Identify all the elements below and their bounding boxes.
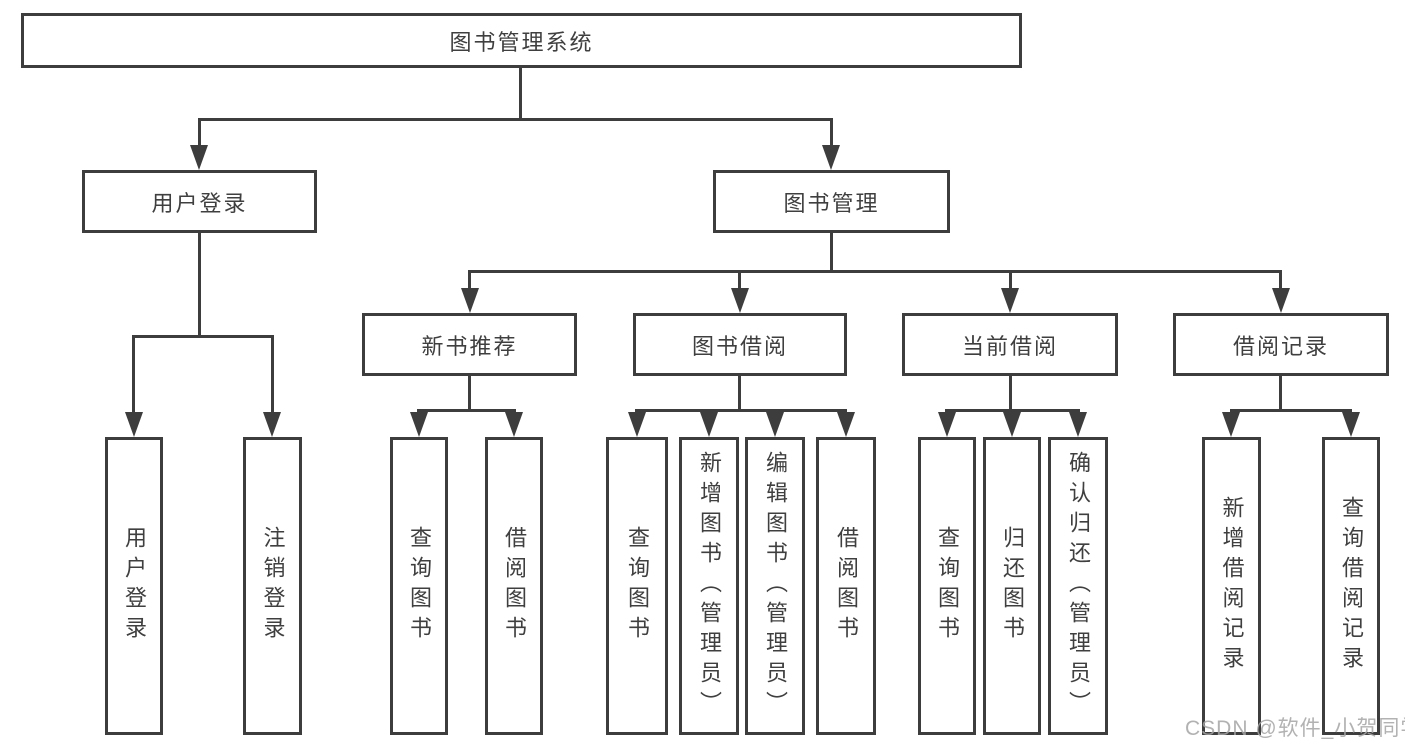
leaf-user-login: 用户登录 — [105, 437, 163, 735]
node-new-book-recommendation: 新书推荐 — [362, 313, 577, 376]
node-label: 新增借阅记录 — [1219, 496, 1245, 676]
node-label: 图书借阅 — [691, 333, 788, 359]
node-current-borrowing: 当前借阅 — [902, 313, 1118, 376]
leaf-add-book-admin: 新增图书（管理员） — [679, 437, 739, 735]
edge-line — [468, 270, 471, 292]
arrow-down-icon — [263, 412, 281, 437]
node-label: 查询图书 — [625, 526, 650, 646]
edge-line — [1279, 376, 1282, 409]
node-label: 图书管理 — [783, 190, 880, 216]
edge-line — [1279, 270, 1282, 292]
node-library-management-system: 图书管理系统 — [21, 13, 1022, 68]
leaf-query-borrow-record: 查询借阅记录 — [1322, 437, 1380, 735]
edge-line — [198, 233, 201, 335]
node-label: 注销登录 — [260, 526, 286, 646]
node-label: 借阅图书 — [834, 526, 859, 646]
leaf-confirm-return-admin: 确认归还（管理员） — [1048, 437, 1108, 735]
leaf-edit-book-admin: 编辑图书（管理员） — [745, 437, 805, 735]
arrow-down-icon — [1342, 412, 1360, 437]
edge-line — [738, 376, 741, 409]
node-borrowing-records: 借阅记录 — [1173, 313, 1389, 376]
node-label: 新书推荐 — [421, 333, 518, 359]
arrow-down-icon — [1222, 412, 1240, 437]
edge-line — [635, 409, 847, 412]
arrow-down-icon — [125, 412, 143, 437]
leaf-query-books: 查询图书 — [918, 437, 976, 735]
node-label: 归还图书 — [1000, 526, 1025, 646]
edge-line — [132, 335, 135, 417]
leaf-logout: 注销登录 — [243, 437, 302, 735]
arrow-down-icon — [766, 412, 784, 437]
arrow-down-icon — [1069, 412, 1087, 437]
node-label: 编辑图书（管理员） — [763, 451, 788, 721]
arrow-down-icon — [1272, 288, 1290, 313]
arrow-down-icon — [505, 412, 523, 437]
arrow-down-icon — [822, 145, 840, 170]
arrow-down-icon — [938, 412, 956, 437]
edge-line — [519, 68, 522, 118]
csdn-watermark: CSDN @软件_小贺同学 — [1185, 717, 1405, 740]
leaf-borrow-books: 借阅图书 — [485, 437, 543, 735]
edge-line — [271, 335, 274, 417]
arrow-down-icon — [837, 412, 855, 437]
node-label: 借阅图书 — [502, 526, 527, 646]
arrow-down-icon — [461, 288, 479, 313]
node-label: 查询图书 — [935, 526, 960, 646]
edge-line — [830, 233, 833, 270]
node-label: 查询图书 — [407, 526, 432, 646]
arrow-down-icon — [731, 288, 749, 313]
edge-line — [417, 409, 516, 412]
arrow-down-icon — [628, 412, 646, 437]
edge-line — [469, 270, 1282, 273]
edge-line — [830, 118, 833, 150]
node-user-login: 用户登录 — [82, 170, 317, 233]
edge-line — [1009, 270, 1012, 292]
edge-line — [738, 270, 741, 292]
leaf-add-borrow-record: 新增借阅记录 — [1202, 437, 1261, 735]
node-label: 借阅记录 — [1232, 333, 1329, 359]
edge-line — [1230, 409, 1352, 412]
node-label: 当前借阅 — [961, 333, 1058, 359]
arrow-down-icon — [1003, 412, 1021, 437]
leaf-query-books: 查询图书 — [390, 437, 448, 735]
node-label: 新增图书（管理员） — [697, 451, 722, 721]
node-label: 用户登录 — [122, 526, 147, 646]
leaf-return-books: 归还图书 — [983, 437, 1041, 735]
arrow-down-icon — [410, 412, 428, 437]
node-label: 用户登录 — [151, 190, 248, 216]
arrow-down-icon — [1001, 288, 1019, 313]
edge-line — [132, 335, 273, 338]
arrow-down-icon — [700, 412, 718, 437]
edge-line — [468, 376, 471, 409]
node-label: 确认归还（管理员） — [1066, 451, 1091, 721]
leaf-query-books: 查询图书 — [606, 437, 668, 735]
node-book-borrowing: 图书借阅 — [633, 313, 847, 376]
node-label: 查询借阅记录 — [1339, 496, 1364, 676]
edge-line — [198, 118, 201, 150]
edge-line — [1009, 376, 1012, 409]
arrow-down-icon — [190, 145, 208, 170]
node-book-management: 图书管理 — [713, 170, 950, 233]
edge-line — [198, 118, 833, 121]
node-label: 图书管理系统 — [449, 29, 594, 55]
leaf-borrow-books: 借阅图书 — [816, 437, 876, 735]
